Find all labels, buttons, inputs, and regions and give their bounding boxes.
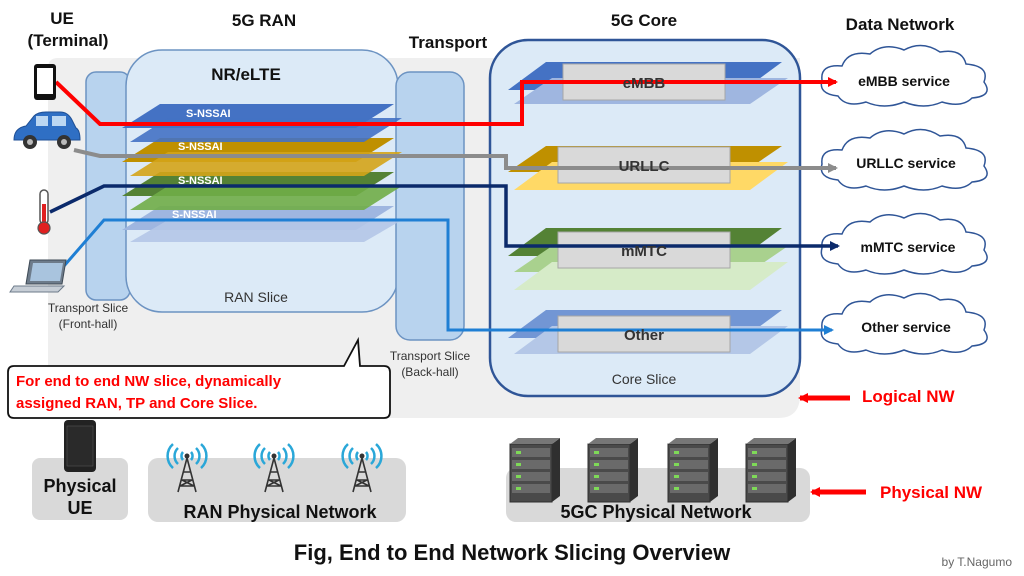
mmtc-slice-path bbox=[49, 184, 840, 251]
ran-layer-label-2: S-NSSAI bbox=[178, 141, 223, 153]
ran-slice-label: RAN Slice bbox=[224, 289, 288, 305]
author-credit: by T.Nagumo bbox=[942, 555, 1013, 569]
physical-ue-label-line2: UE bbox=[67, 498, 92, 518]
data-network-header: Data Network bbox=[846, 15, 955, 34]
physical-phone-icon bbox=[64, 420, 96, 472]
core-slice-label: Core Slice bbox=[612, 371, 677, 387]
physical-ue-box bbox=[32, 458, 128, 520]
core-slice-mmtc-label: mMTC bbox=[621, 243, 667, 260]
cloud-urllc bbox=[820, 128, 988, 191]
ran-layer-label-3: S-NSSAI bbox=[178, 175, 223, 187]
callout-text-line2: assigned RAN, TP and Core Slice. bbox=[16, 395, 257, 412]
ran-layer-label-4: S-NSSAI bbox=[172, 209, 217, 221]
service-embb-label: eMBB service bbox=[858, 73, 950, 89]
core-slice-urllc-box bbox=[557, 146, 731, 184]
transport-front-label-line1: Transport Slice bbox=[48, 301, 129, 315]
transport-header: Transport bbox=[409, 33, 488, 52]
physical-ue-label-line1: Physical bbox=[43, 476, 116, 496]
urllc-slice-path bbox=[73, 148, 838, 173]
service-other-label: Other service bbox=[861, 319, 951, 335]
core-header: 5G Core bbox=[611, 11, 677, 30]
service-mmtc-label: mMTC service bbox=[861, 239, 956, 255]
ue-header-line2: (Terminal) bbox=[28, 31, 109, 50]
ran-physical-label: RAN Physical Network bbox=[183, 502, 377, 522]
other-slice-path bbox=[62, 218, 834, 335]
cloud-other bbox=[820, 292, 988, 355]
core-slice-mmtc-box bbox=[557, 231, 731, 269]
server-icon bbox=[667, 437, 719, 503]
cloud-mmtc bbox=[820, 212, 988, 275]
core-slice-other-label: Other bbox=[624, 327, 664, 344]
car-icon bbox=[13, 111, 81, 149]
core-slice-embb-label: eMBB bbox=[623, 75, 666, 92]
smartphone-icon bbox=[34, 64, 56, 100]
transport-back-label-line1: Transport Slice bbox=[390, 349, 471, 363]
core-slice-box bbox=[488, 38, 802, 398]
server-icon bbox=[509, 437, 561, 503]
cloud-embb bbox=[820, 44, 988, 107]
laptop-icon bbox=[9, 259, 67, 293]
server-icon bbox=[745, 437, 797, 503]
core-physical-box bbox=[506, 468, 810, 522]
ran-physical-box bbox=[148, 458, 406, 522]
service-urllc-label: URLLC service bbox=[856, 155, 956, 171]
server-icon bbox=[587, 437, 639, 503]
logical-nw-label: Logical NW bbox=[862, 387, 956, 406]
figure-title: Fig, End to End Network Slicing Overview bbox=[294, 540, 731, 565]
embb-slice-path bbox=[54, 77, 838, 126]
core-slice-other-box bbox=[557, 315, 731, 353]
thermometer-icon bbox=[37, 189, 51, 235]
ue-header-line1: UE bbox=[50, 9, 74, 28]
ran-header: 5G RAN bbox=[232, 11, 296, 30]
core-physical-label: 5GC Physical Network bbox=[560, 502, 752, 522]
callout-text-line1: For end to end NW slice, dynamically bbox=[16, 373, 282, 390]
ran-layer-label-1: S-NSSAI bbox=[186, 108, 231, 120]
core-slice-urllc-label: URLLC bbox=[619, 158, 670, 175]
physical-nw-label: Physical NW bbox=[880, 483, 983, 502]
callout-box bbox=[7, 336, 391, 419]
ran-title: NR/eLTE bbox=[211, 65, 281, 84]
transport-front-label-line2: (Front-hall) bbox=[59, 317, 118, 331]
transport-slice-back-haul bbox=[395, 71, 465, 341]
transport-back-label-line2: (Back-hall) bbox=[401, 365, 458, 379]
